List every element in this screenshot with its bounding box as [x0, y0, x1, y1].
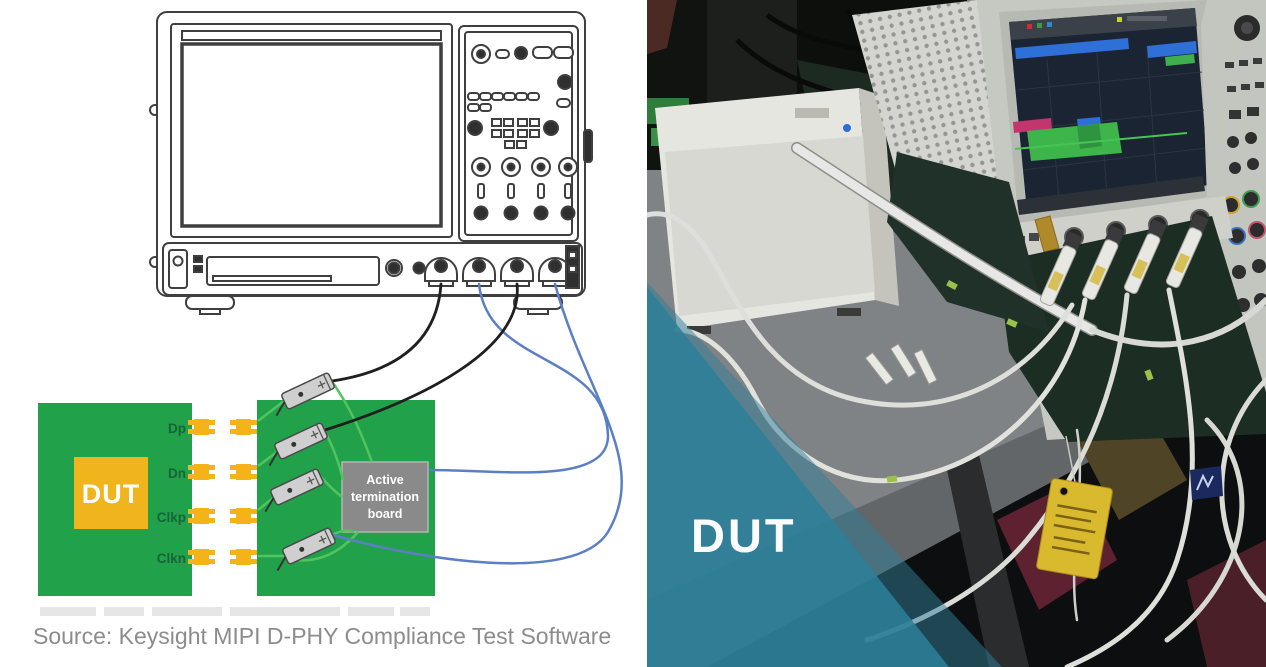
scope-control-panel-drawing	[458, 25, 579, 242]
active-termination-board: Active termination board	[341, 461, 429, 533]
dut-overlay: DUT	[647, 282, 1002, 667]
svg-text:board: board	[368, 507, 403, 521]
gold-adapter	[1034, 215, 1060, 253]
signal-label-clkp: Clkp	[157, 510, 186, 525]
waveform-marker-magenta	[1013, 118, 1052, 133]
yellow-tag	[1036, 435, 1113, 580]
navy-badge	[1190, 466, 1223, 500]
dut-overlay-label: DUT	[691, 509, 797, 562]
svg-text:termination: termination	[351, 490, 419, 504]
signal-label-dp: Dp	[168, 421, 186, 436]
photo-probes	[1039, 213, 1209, 307]
diagram-probes	[264, 372, 336, 572]
scope-cables	[323, 282, 623, 565]
signal-label-dn: Dn	[168, 466, 186, 481]
diagram-panel: DUT Dp Dn Clkp Clkn Active termination b…	[38, 11, 623, 616]
signal-label-clkn: Clkn	[157, 551, 186, 566]
dut-chip-label: DUT	[82, 479, 141, 509]
photo-scope-controls	[1201, 0, 1266, 385]
ghost-band	[40, 607, 430, 616]
bnc-input-3	[500, 257, 534, 287]
scope-front-connectors-drawing	[162, 242, 583, 296]
cable-blue-ch2	[428, 282, 610, 474]
signal-labels: Dp Dn Clkp Clkn	[157, 421, 186, 566]
cable-blue-ch4	[331, 282, 623, 565]
dut-chip	[74, 457, 148, 529]
scope-screen-drawing	[170, 23, 453, 238]
connector-pads	[188, 419, 257, 565]
waveform-label-bar	[1015, 38, 1129, 59]
photo-scope-screen	[999, 0, 1222, 225]
bnc-input-2	[462, 257, 496, 287]
source-caption: Source: Keysight MIPI D-PHY Compliance T…	[33, 623, 612, 649]
bench-probe-tips	[864, 343, 938, 386]
photo-panel: DUT	[647, 0, 1266, 667]
instrument-box	[655, 88, 899, 334]
cable-black-ch1	[330, 282, 443, 383]
bnc-input-1	[424, 257, 458, 287]
cable-black-ch3	[323, 282, 519, 432]
oscilloscope-drawing	[149, 11, 593, 315]
svg-text:Active: Active	[366, 473, 404, 487]
